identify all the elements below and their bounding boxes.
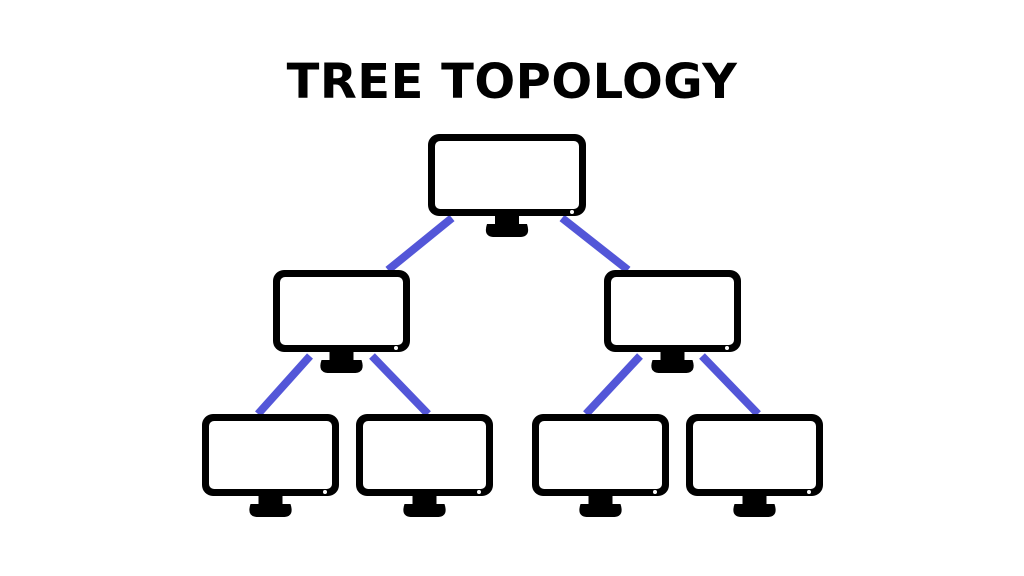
power-led-icon bbox=[570, 210, 574, 214]
monitor-neck bbox=[660, 352, 685, 362]
monitor-base bbox=[651, 360, 694, 373]
nodes-layer bbox=[202, 134, 823, 517]
monitor-base bbox=[249, 504, 292, 517]
links-layer bbox=[255, 214, 761, 417]
monitor-neck bbox=[495, 216, 519, 226]
monitor-neck bbox=[258, 496, 283, 506]
link-right-hub-to-leaf-3 bbox=[583, 353, 643, 417]
monitor-screen bbox=[363, 421, 486, 489]
power-led-icon bbox=[394, 346, 398, 350]
monitor-neck bbox=[588, 496, 613, 506]
power-led-icon bbox=[323, 490, 327, 494]
link-root-to-left-hub bbox=[385, 214, 455, 274]
monitor-screen bbox=[280, 277, 403, 345]
monitor-screen bbox=[209, 421, 332, 489]
diagram-title: TREE TOPOLOGY bbox=[286, 54, 738, 110]
monitor-screen bbox=[693, 421, 816, 489]
monitor-icon-leaf-2 bbox=[356, 414, 493, 517]
monitor-base bbox=[733, 504, 776, 517]
power-led-icon bbox=[653, 490, 657, 494]
link-left-hub-to-leaf-2 bbox=[369, 353, 431, 417]
monitor-icon-right-hub bbox=[604, 270, 741, 373]
power-led-icon bbox=[725, 346, 729, 350]
monitor-screen bbox=[611, 277, 734, 345]
monitor-neck bbox=[742, 496, 767, 506]
monitor-icon-left-hub bbox=[273, 270, 410, 373]
monitor-screen bbox=[435, 141, 579, 209]
link-root-to-right-hub bbox=[559, 214, 631, 274]
monitor-base bbox=[579, 504, 622, 517]
monitor-icon-leaf-4 bbox=[686, 414, 823, 517]
power-led-icon bbox=[477, 490, 481, 494]
monitor-base bbox=[320, 360, 363, 373]
monitor-neck bbox=[412, 496, 437, 506]
monitor-icon-root bbox=[428, 134, 586, 237]
monitor-neck bbox=[329, 352, 354, 362]
link-right-hub-to-leaf-4 bbox=[699, 353, 761, 417]
monitor-icon-leaf-1 bbox=[202, 414, 339, 517]
link-left-hub-to-leaf-1 bbox=[255, 353, 313, 417]
monitor-base bbox=[485, 224, 529, 237]
monitor-screen bbox=[539, 421, 662, 489]
monitor-icon-leaf-3 bbox=[532, 414, 669, 517]
power-led-icon bbox=[807, 490, 811, 494]
monitor-base bbox=[403, 504, 446, 517]
